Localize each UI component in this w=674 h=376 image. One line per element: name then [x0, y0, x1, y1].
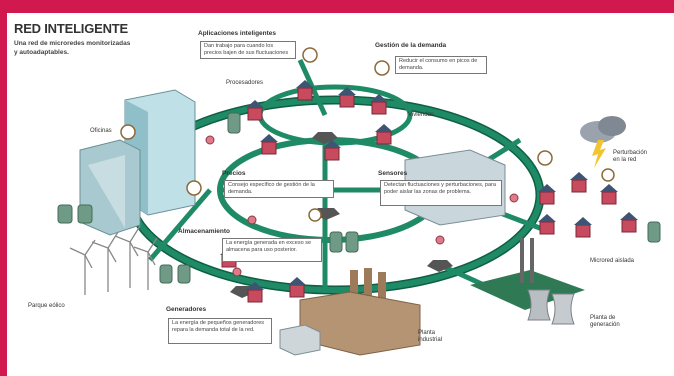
storm-cloud-icon — [580, 116, 626, 168]
box-demand: Reducir el consumo en picos de demanda. — [395, 56, 487, 74]
label-offices: Oficinas — [90, 128, 112, 134]
box-prices: Consejo específico de gestión de la dema… — [224, 180, 334, 198]
box-generators: La energía de pequeños generadores repar… — [168, 318, 272, 344]
header-sensors: Sensores — [378, 170, 408, 177]
header-generators: Generadores — [166, 306, 207, 313]
factory-icon — [279, 268, 421, 356]
house-icon — [220, 80, 638, 303]
header-prices: Precios — [222, 170, 246, 177]
box-sensors: Detectan fluctuaciones y perturbaciones,… — [380, 180, 502, 206]
header-demand: Gestión de la demanda — [375, 42, 447, 49]
label-homes: Viviendas — [408, 112, 434, 118]
label-wind: Parque eólico — [28, 303, 65, 309]
diagram-subtitle: Una red de microredes monitorizadas y au… — [14, 40, 131, 56]
wind-turbine-icon — [69, 225, 158, 295]
diagram-title: RED INTELIGENTE — [14, 21, 129, 36]
power-plant-icon — [470, 238, 585, 325]
tank-icon — [57, 112, 661, 284]
office-tower-icon — [79, 89, 196, 236]
label-plant: Planta de generación — [590, 315, 620, 328]
header-storage: Almacenamiento — [178, 228, 231, 235]
lightning-icon — [592, 140, 606, 168]
label-isolated: Microred aislada — [590, 258, 635, 264]
label-disturbance: Perturbación en la red — [613, 150, 648, 163]
box-apps: Dan trabajo para cuando los precios baje… — [200, 41, 296, 59]
box-storage: La energía generada en exceso se almacen… — [222, 238, 322, 262]
gauge-icon — [120, 47, 615, 222]
label-storage-house: Procesadores — [226, 80, 264, 86]
header-apps: Aplicaciones inteligentes — [198, 30, 277, 37]
sensor-pin-icon — [205, 135, 519, 277]
label-industrial: Planta industrial — [418, 330, 443, 343]
